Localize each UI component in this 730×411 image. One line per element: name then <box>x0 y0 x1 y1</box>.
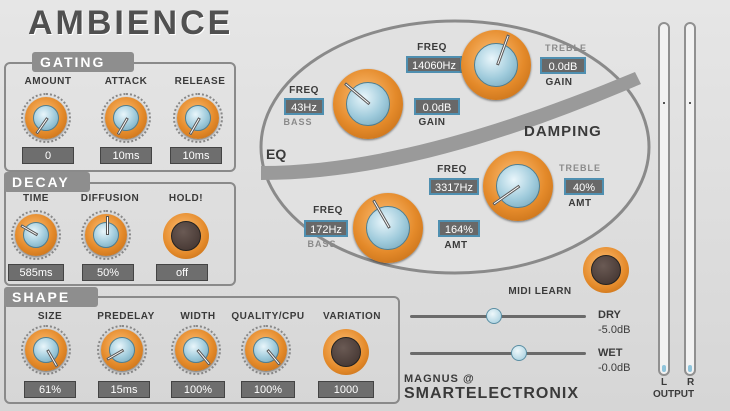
damping-bass-amt-knob[interactable] <box>353 193 423 263</box>
eq-bass-freq-label: FREQ <box>289 85 319 96</box>
width-label: WIDTH <box>180 311 216 322</box>
output-label: OUTPUT <box>653 389 695 400</box>
damping-treble-band-label: TREBLE <box>559 163 601 173</box>
damping-treble-amt-knob[interactable] <box>483 151 553 221</box>
decay-header: DECAY <box>4 172 90 192</box>
dry-value: -5.0dB <box>598 324 631 336</box>
damping-treble-freq-label: FREQ <box>437 164 467 175</box>
quality-knob[interactable] <box>245 329 287 371</box>
output-left-label: L <box>661 377 668 388</box>
amount-knob[interactable] <box>25 97 67 139</box>
attack-label: ATTACK <box>104 76 148 87</box>
midi-learn-button[interactable] <box>583 247 629 293</box>
diffusion-knob[interactable] <box>85 214 127 256</box>
dry-label: DRY <box>598 309 621 321</box>
plugin-title: AMBIENCE <box>28 4 234 42</box>
width-knob[interactable] <box>175 329 217 371</box>
quality-value[interactable]: 100% <box>241 381 295 398</box>
hold-button[interactable] <box>163 213 209 259</box>
wet-slider-thumb[interactable] <box>511 345 528 361</box>
damping-bass-freq-value[interactable]: 172Hz <box>304 220 348 237</box>
diffusion-value[interactable]: 50% <box>82 264 134 281</box>
size-value[interactable]: 61% <box>24 381 76 398</box>
shape-panel <box>4 296 400 404</box>
variation-value[interactable]: 1000 <box>318 381 374 398</box>
eq-section-label: EQ <box>266 146 287 162</box>
damping-section-label: DAMPING <box>524 123 602 140</box>
eq-treble-band-label: TREBLE <box>545 43 587 53</box>
wet-value: -0.0dB <box>598 362 631 374</box>
size-knob[interactable] <box>25 329 67 371</box>
size-label: SIZE <box>37 311 63 322</box>
damping-bass-band-label: BASS <box>307 239 337 249</box>
dry-slider-thumb[interactable] <box>486 308 503 324</box>
decay-panel <box>4 182 236 286</box>
variation-label: VARIATION <box>322 311 382 322</box>
time-knob[interactable] <box>15 214 57 256</box>
damping-treble-freq-value[interactable]: 3317Hz <box>429 178 479 195</box>
attack-value[interactable]: 10ms <box>100 147 152 164</box>
amount-label: AMOUNT <box>24 76 72 87</box>
output-meter-left <box>658 22 670 376</box>
release-value[interactable]: 10ms <box>170 147 222 164</box>
midi-learn-label: MIDI LEARN <box>508 286 572 297</box>
damping-bass-freq-label: FREQ <box>313 205 343 216</box>
release-knob[interactable] <box>177 97 219 139</box>
brand-logo: SMARTELECTRONIX <box>404 385 579 402</box>
wet-label: WET <box>598 347 623 359</box>
quality-label: QUALITY/CPU <box>231 311 305 322</box>
eq-damping-divider <box>261 72 641 180</box>
hold-value[interactable]: off <box>156 264 208 281</box>
width-value[interactable]: 100% <box>171 381 225 398</box>
diffusion-label: DIFFUSION <box>80 193 140 204</box>
eq-treble-freq-label: FREQ <box>417 42 447 53</box>
eq-treble-gain-value[interactable]: 0.0dB <box>540 57 586 74</box>
predelay-value[interactable]: 15ms <box>98 381 150 398</box>
shape-header: SHAPE <box>4 287 98 307</box>
eq-treble-freq-value[interactable]: 14060Hz <box>406 56 462 73</box>
attack-knob[interactable] <box>105 97 147 139</box>
variation-button[interactable] <box>323 329 369 375</box>
brand-line1: MAGNUS @ <box>404 373 475 385</box>
damping-bass-amt-value[interactable]: 164% <box>438 220 480 237</box>
eq-treble-freq-knob[interactable] <box>461 30 531 100</box>
eq-bass-gain-label: GAIN <box>418 117 446 128</box>
hold-label: HOLD! <box>168 193 204 204</box>
predelay-label: PREDELAY <box>97 311 155 322</box>
release-label: RELEASE <box>174 76 226 87</box>
time-value[interactable]: 585ms <box>8 264 64 281</box>
wet-slider-track[interactable] <box>410 352 586 355</box>
eq-bass-freq-knob[interactable] <box>333 69 403 139</box>
output-right-label: R <box>687 377 695 388</box>
eq-bass-band-label: BASS <box>283 117 313 127</box>
predelay-knob[interactable] <box>101 329 143 371</box>
output-meter-right <box>684 22 696 376</box>
eq-bass-gain-value[interactable]: 0.0dB <box>414 98 460 115</box>
amount-value[interactable]: 0 <box>22 147 74 164</box>
time-label: TIME <box>23 193 49 204</box>
gating-header: GATING <box>32 52 134 72</box>
eq-bass-freq-value[interactable]: 43Hz <box>284 98 324 115</box>
eq-treble-gain-label: GAIN <box>545 77 573 88</box>
damping-treble-amt-label: AMT <box>568 198 592 209</box>
damping-treble-amt-value[interactable]: 40% <box>564 178 604 195</box>
damping-bass-amt-label: AMT <box>444 240 468 251</box>
